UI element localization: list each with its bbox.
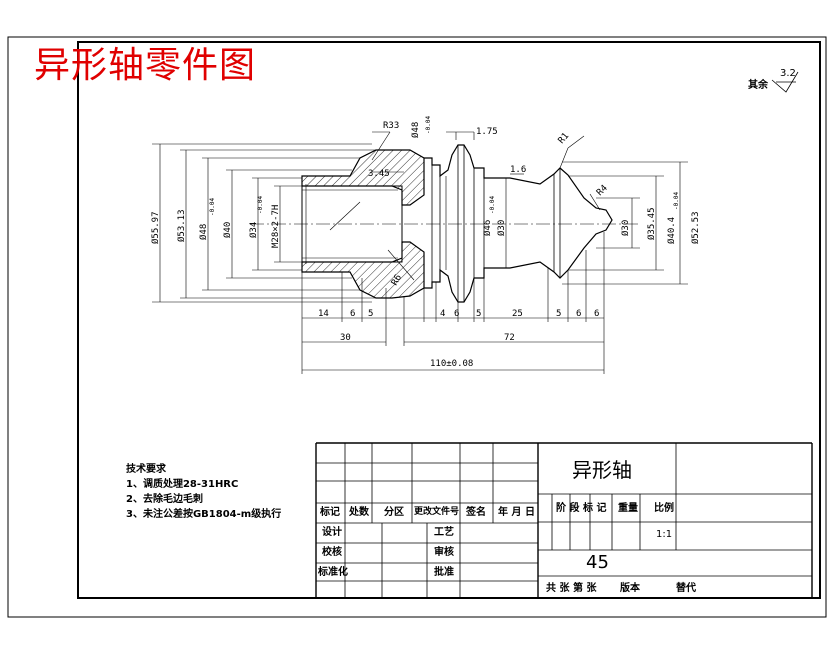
dim-175: 1.75 bbox=[476, 127, 498, 137]
label-process: 工艺 bbox=[434, 527, 454, 538]
rev-header-doc: 更改文件号 bbox=[414, 507, 460, 517]
dim-d404-tol: -0.04 bbox=[673, 192, 680, 210]
inner-frame bbox=[77, 41, 821, 599]
label-approve: 批准 bbox=[434, 567, 454, 578]
label-version: 版本 bbox=[620, 583, 640, 594]
drawing-title: 异形轴零件图 bbox=[34, 45, 257, 86]
roughness-symbol bbox=[771, 71, 799, 93]
tech-item-3: 3、未注公差按GB1804-m级执行 bbox=[126, 509, 282, 520]
roughness-label: 其余 bbox=[748, 80, 768, 91]
dim-d48-top-tol: -0.04 bbox=[425, 116, 432, 134]
dim-d48: Ø48 bbox=[198, 224, 209, 240]
dim-r33: R33 bbox=[383, 121, 399, 131]
part-name: 异形轴 bbox=[572, 458, 632, 482]
label-design: 设计 bbox=[322, 527, 342, 538]
dim-d48-tol: -0.04 bbox=[209, 198, 216, 216]
dim-6a: 6 bbox=[350, 309, 355, 319]
tech-item-1: 1、调质处理28-31HRC bbox=[126, 479, 239, 490]
dim-72: 72 bbox=[504, 333, 515, 343]
rev-header-sign: 签名 bbox=[466, 507, 486, 518]
dim-d34: Ø34 bbox=[248, 222, 259, 238]
dim-d404: Ø40.4 bbox=[666, 217, 677, 244]
tech-requirements: 技术要求 1、调质处理28-31HRC 2、去除毛边毛刺 3、未注公差按GB18… bbox=[126, 462, 281, 522]
dim-d5597: Ø55.97 bbox=[150, 211, 161, 244]
internal-thread-bore bbox=[301, 185, 403, 263]
dim-5a: 5 bbox=[368, 309, 373, 319]
rev-header-mark: 标记 bbox=[320, 507, 340, 518]
dim-30: 30 bbox=[340, 333, 351, 343]
title-block-grid bbox=[315, 442, 813, 598]
dim-r6: R6 bbox=[390, 273, 404, 287]
dim-5c: 5 bbox=[556, 309, 561, 319]
dim-4: 4 bbox=[440, 309, 445, 319]
dim-16: 1.6 bbox=[510, 165, 526, 175]
dim-d30: Ø30 bbox=[496, 220, 507, 236]
material: 45 bbox=[586, 552, 609, 573]
rev-header-zone: 分区 bbox=[384, 507, 404, 518]
dim-d34-tol: -0.04 bbox=[257, 196, 264, 214]
dim-345: 3.45 bbox=[368, 169, 390, 179]
dim-d40: Ø40 bbox=[222, 222, 233, 238]
outer-border bbox=[7, 36, 827, 618]
label-ratio: 比例 bbox=[654, 503, 674, 514]
dim-r4: R4 bbox=[595, 183, 610, 198]
dim-d5253: Ø52.53 bbox=[690, 211, 701, 244]
label-stage-mark: 阶 段 标 记 bbox=[556, 503, 607, 514]
dim-6b: 6 bbox=[454, 309, 459, 319]
label-standard: 标准化 bbox=[318, 567, 348, 578]
dim-14: 14 bbox=[318, 309, 329, 319]
dim-d3545: Ø35.45 bbox=[646, 207, 657, 240]
dim-d48-top: Ø48 bbox=[410, 122, 421, 138]
label-review: 审核 bbox=[434, 547, 454, 558]
rev-header-count: 处数 bbox=[349, 507, 369, 518]
dim-d30b: Ø30 bbox=[620, 220, 631, 236]
dim-6c: 6 bbox=[576, 309, 581, 319]
label-replace: 替代 bbox=[676, 583, 696, 594]
dim-d46-tol: -0.04 bbox=[489, 196, 496, 214]
dim-110: 110±0.08 bbox=[430, 359, 473, 369]
hatched-section-upper bbox=[301, 149, 425, 206]
dim-d5313: Ø53.13 bbox=[176, 209, 187, 242]
dim-5b: 5 bbox=[476, 309, 481, 319]
tech-heading: 技术要求 bbox=[126, 464, 166, 475]
ratio-value: 1:1 bbox=[656, 529, 673, 540]
dim-d46: Ø46 bbox=[482, 220, 493, 236]
tech-item-2: 2、去除毛边毛刺 bbox=[126, 494, 203, 505]
label-check: 校核 bbox=[322, 547, 342, 558]
label-sheets: 共 张 第 张 bbox=[546, 583, 597, 594]
roughness-value: 3.2 bbox=[780, 68, 796, 79]
rev-header-date: 年 月 日 bbox=[498, 507, 535, 518]
label-weight: 重量 bbox=[618, 503, 638, 514]
dim-r1: R1 bbox=[557, 131, 572, 146]
dim-6d: 6 bbox=[594, 309, 599, 319]
dim-25: 25 bbox=[512, 309, 523, 319]
dim-m28: M28×2-7H bbox=[271, 205, 281, 248]
